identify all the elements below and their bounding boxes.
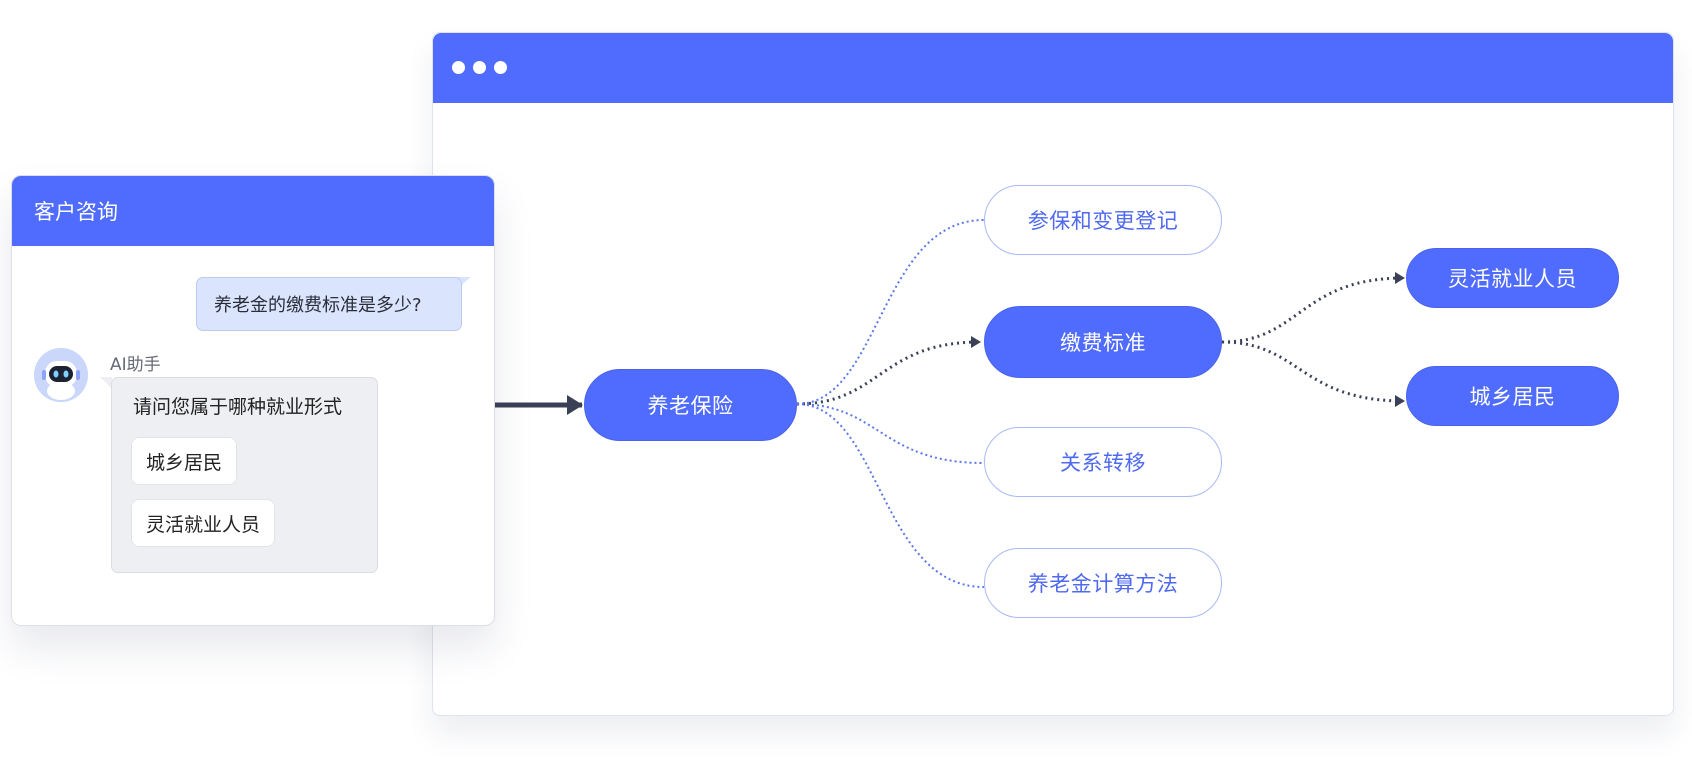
root-node[interactable]: 养老保险 <box>584 369 797 441</box>
assistant-name: AI助手 <box>110 355 161 375</box>
branch-node-payment-standard[interactable]: 缴费标准 <box>984 306 1222 378</box>
assistant-message-bubble: 请问您属于哪种就业形式 城乡居民 灵活就业人员 <box>111 377 378 573</box>
branch-node-transfer[interactable]: 关系转移 <box>984 427 1222 497</box>
window-dot-icon <box>473 61 486 74</box>
option-flexible-workers[interactable]: 灵活就业人员 <box>131 499 276 547</box>
sub-node-urban-rural-residents[interactable]: 城乡居民 <box>1406 366 1619 426</box>
assistant-message-text: 请问您属于哪种就业形式 <box>133 396 343 418</box>
window-dot-icon <box>452 61 465 74</box>
window-title-bar <box>433 33 1673 103</box>
robot-avatar-icon <box>34 348 88 402</box>
window-dot-icon <box>494 61 507 74</box>
branch-node-registration[interactable]: 参保和变更登记 <box>984 185 1222 255</box>
branch-node-calculation[interactable]: 养老金计算方法 <box>984 548 1222 618</box>
option-urban-rural-residents[interactable]: 城乡居民 <box>131 437 238 485</box>
assistant-bubble-tail <box>100 377 112 389</box>
chat-title: 客户咨询 <box>12 176 494 246</box>
user-message-bubble: 养老金的缴费标准是多少? <box>196 277 462 331</box>
sub-node-flexible-workers[interactable]: 灵活就业人员 <box>1406 248 1619 308</box>
customer-chat-panel: 客户咨询 养老金的缴费标准是多少? AI助手 请问您属于哪种就业形式 城乡居民 … <box>11 175 495 626</box>
